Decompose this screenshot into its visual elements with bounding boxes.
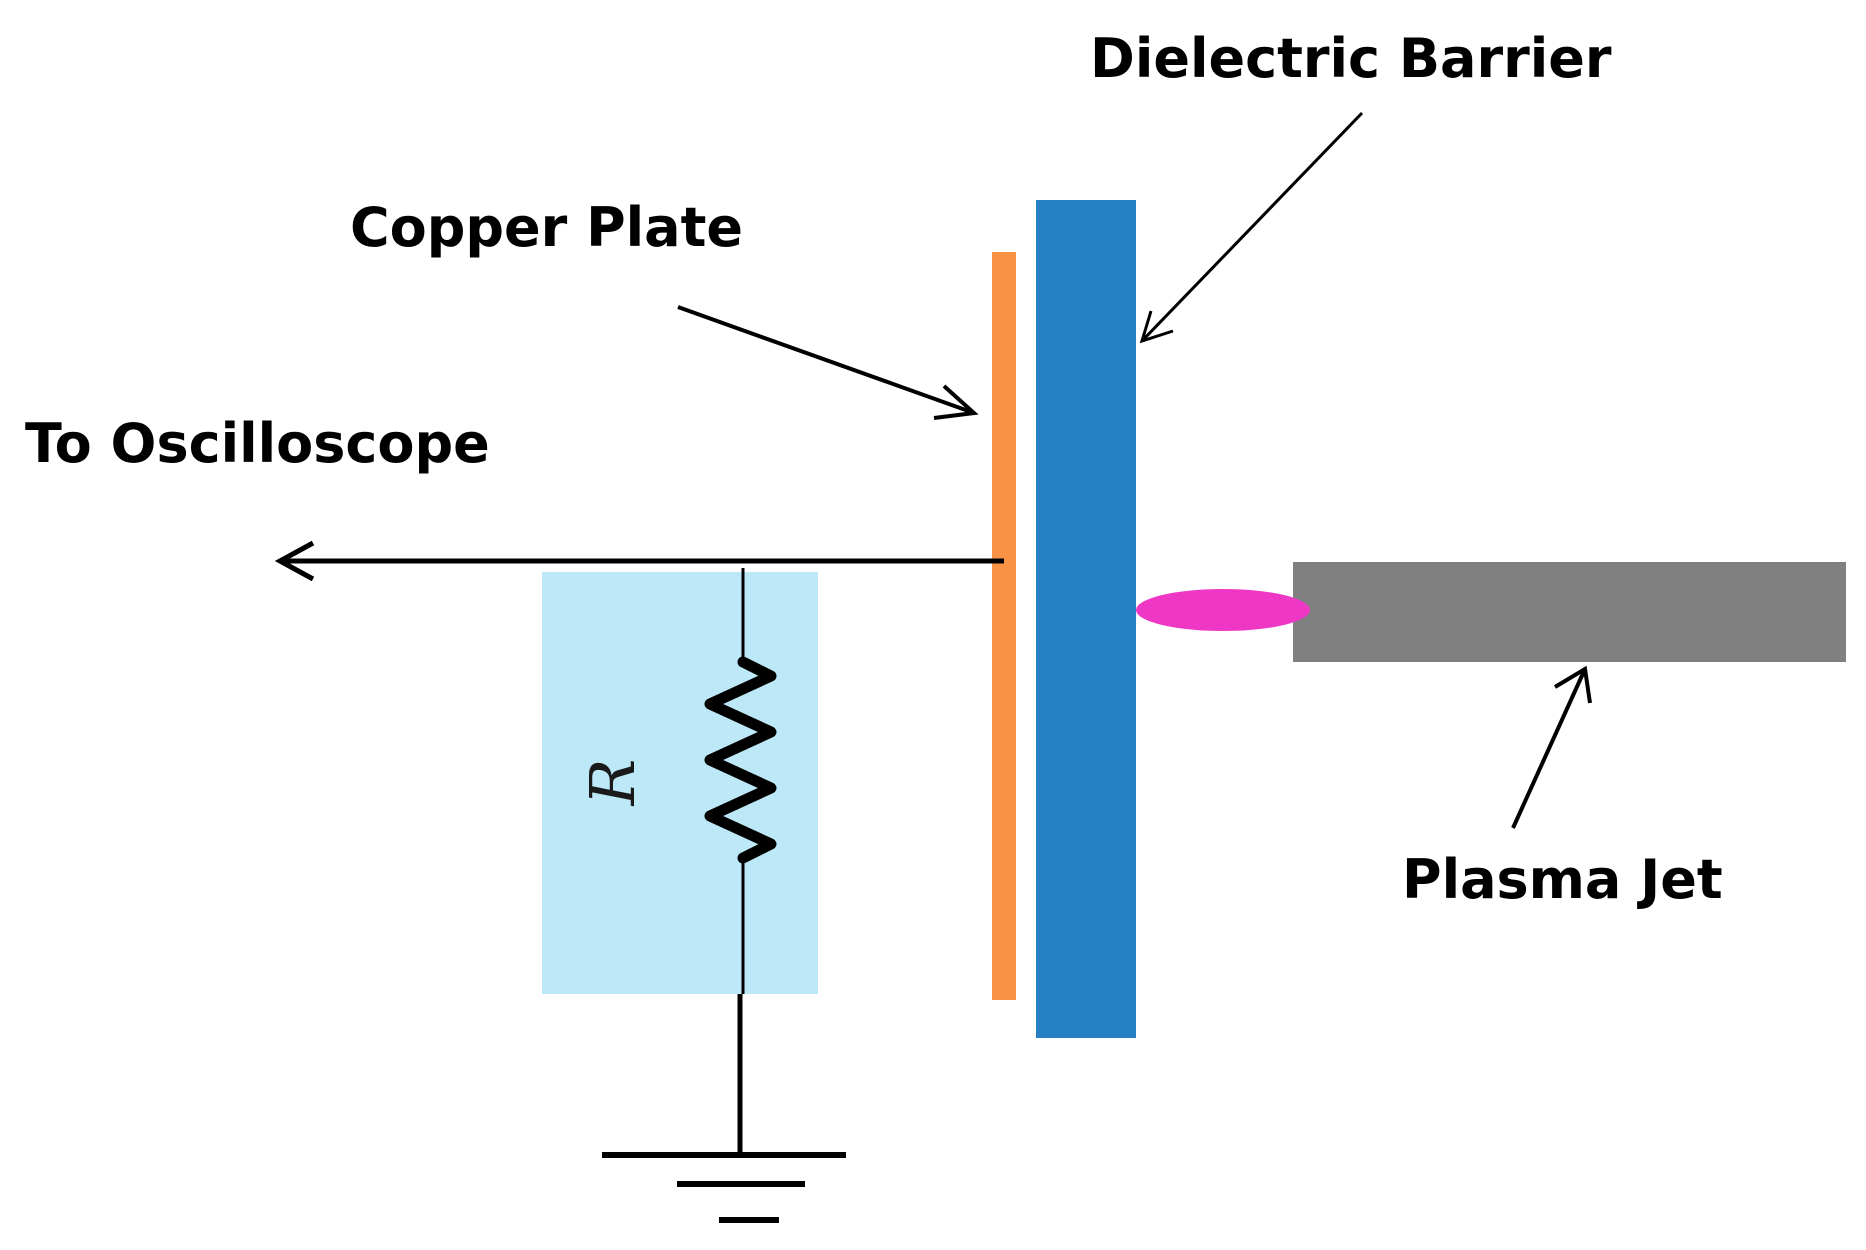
resistor-label: R [576, 759, 649, 807]
label-plasma-jet: Plasma Jet [1402, 848, 1723, 911]
copper-plate-arrow [677, 305, 979, 420]
ground-icon [602, 1152, 846, 1223]
dielectric-barrier [1036, 200, 1136, 1038]
plasma-jet-arrow [1511, 665, 1592, 829]
plasma-glow [1136, 589, 1310, 631]
label-dielectric-barrier: Dielectric Barrier [1090, 27, 1612, 90]
resistor-zigzag [704, 656, 777, 864]
oscilloscope-arrowhead [274, 540, 315, 582]
label-copper-plate: Copper Plate [350, 196, 743, 259]
copper-plate [992, 252, 1016, 1000]
dielectric-barrier-arrow [1139, 111, 1364, 344]
plasma-jet-tube [1293, 562, 1846, 662]
label-oscilloscope: To Oscilloscope [25, 412, 490, 475]
